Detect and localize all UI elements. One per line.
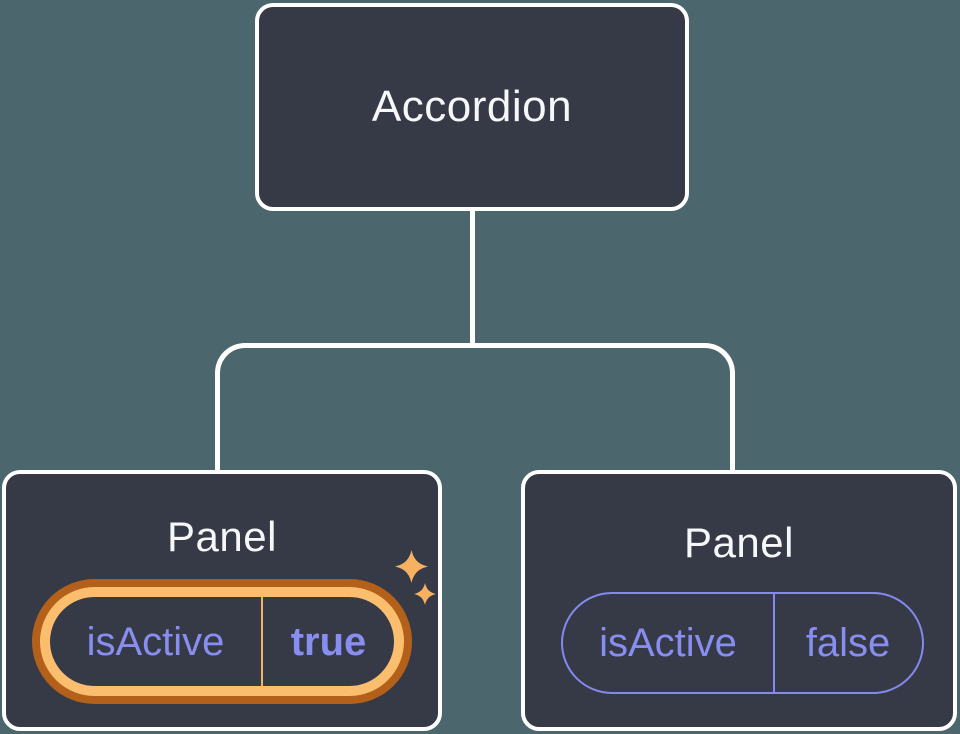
prop-value-label: true	[290, 619, 367, 664]
connector-stem	[470, 209, 475, 346]
sparkle-icon-small	[413, 583, 437, 605]
prop-name-label: isActive	[86, 619, 225, 664]
connector-bracket	[215, 343, 735, 470]
pill-divider	[261, 597, 263, 686]
panel-node-label: Panel	[167, 513, 277, 560]
prop-name-label: isActive	[599, 621, 737, 665]
panel-node-active: Panel isActive true	[2, 470, 442, 731]
accordion-node: Accordion	[255, 3, 689, 211]
isactive-false-pill: isActive false	[561, 592, 924, 694]
panel-node-label: Panel	[684, 519, 794, 566]
prop-value-label: false	[805, 621, 891, 665]
sparkle-icon-large	[395, 550, 428, 583]
accordion-node-label: Accordion	[371, 82, 573, 131]
pill-divider	[773, 594, 775, 692]
panel-node-inactive: Panel isActive false	[521, 470, 957, 731]
isactive-true-pill: isActive true	[40, 587, 404, 696]
